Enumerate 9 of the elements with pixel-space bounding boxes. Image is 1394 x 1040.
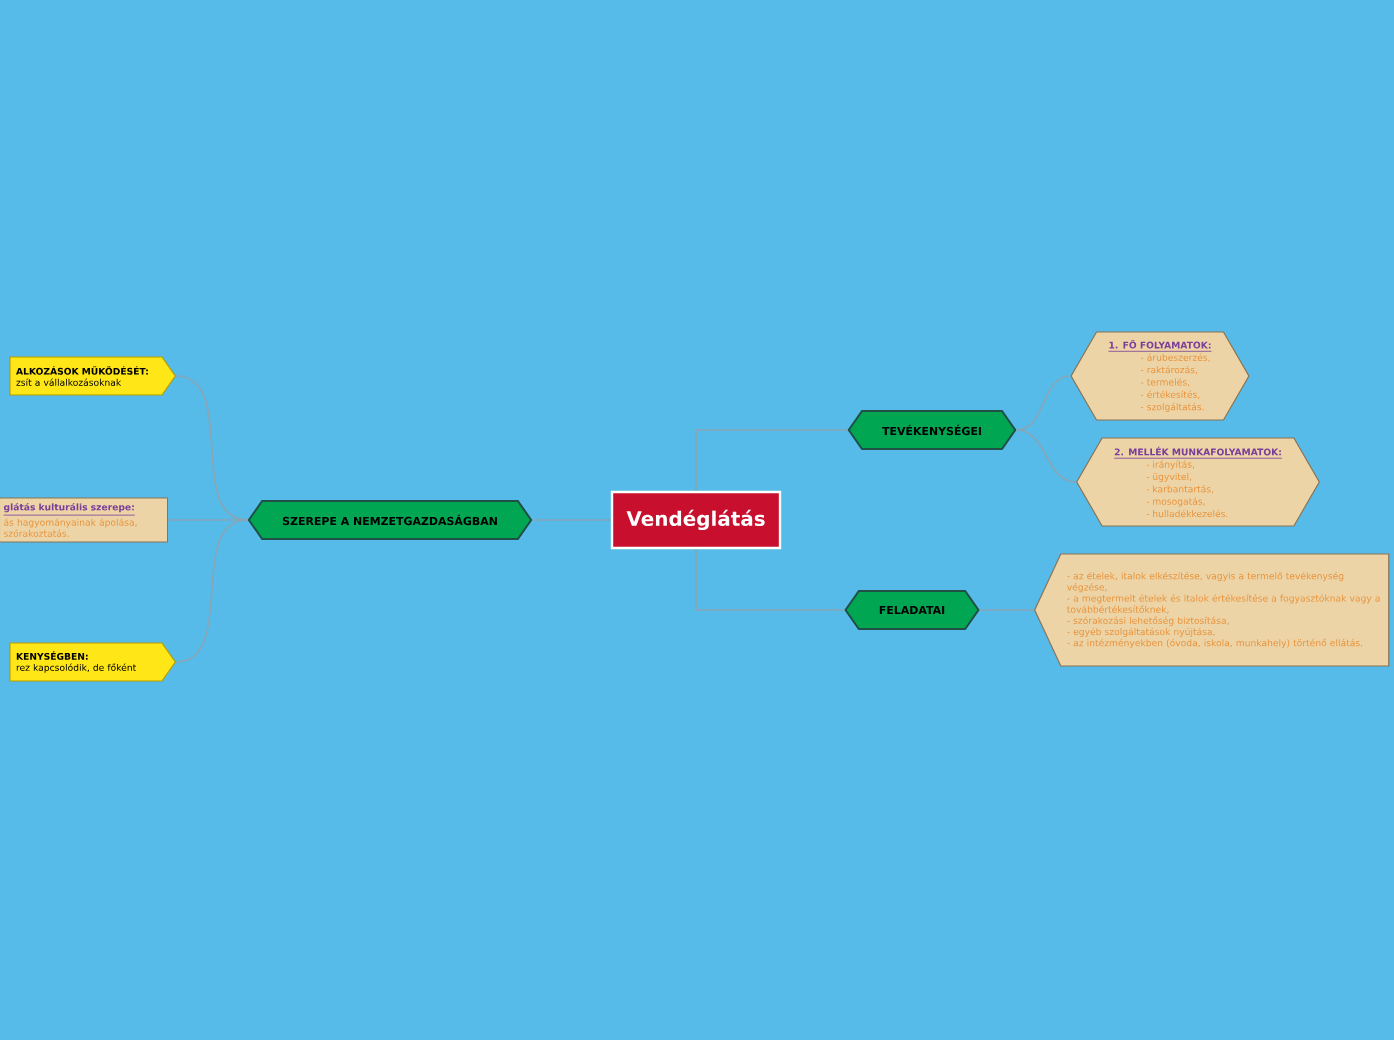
connector-line bbox=[1015, 375, 1072, 431]
connector-line bbox=[695, 429, 849, 492]
connector-line bbox=[1015, 429, 1077, 483]
connector-line bbox=[167, 519, 249, 521]
connector-line bbox=[978, 609, 1035, 611]
connector-line bbox=[695, 548, 846, 611]
connector-line bbox=[175, 519, 249, 663]
central-topic-box: Vendéglátás bbox=[610, 490, 782, 550]
connector-line bbox=[531, 519, 612, 521]
